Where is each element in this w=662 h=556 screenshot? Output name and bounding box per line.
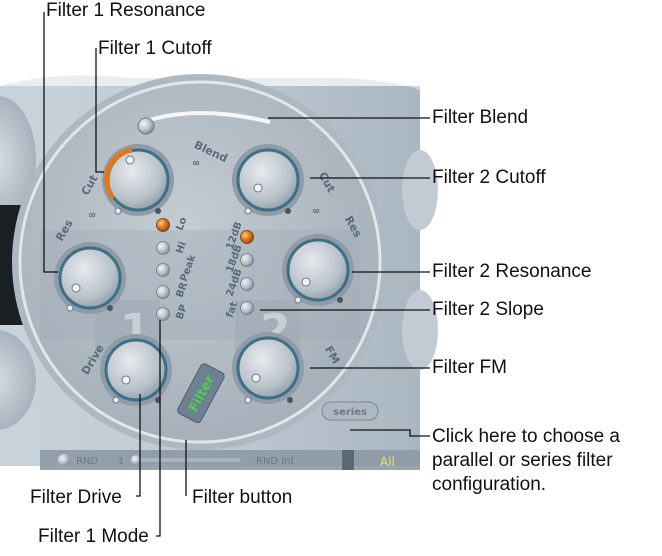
- filter2-link-icon: ∞: [312, 206, 320, 217]
- filter1-cutoff-knob[interactable]: [102, 144, 174, 216]
- callout-filter1-resonance: Filter 1 Resonance: [46, 0, 206, 21]
- mode-peak-led[interactable]: [156, 263, 170, 277]
- callout-filter-blend: Filter Blend: [432, 107, 529, 128]
- slope-24db-led[interactable]: [240, 277, 254, 291]
- filter-fm-knob[interactable]: [232, 332, 304, 404]
- callout-filter2-resonance: Filter 2 Resonance: [432, 261, 592, 282]
- mode-hi-label: Hi: [175, 240, 189, 255]
- mode-br-led[interactable]: [156, 285, 170, 299]
- callout-series-parallel: Click here to choose a parallel or serie…: [432, 426, 620, 495]
- mode-bp-led[interactable]: [156, 307, 170, 321]
- slope-fat-label: fat: [224, 300, 240, 319]
- mode-hi-led[interactable]: [156, 241, 170, 255]
- series-button-label: series: [333, 407, 367, 418]
- filter1-resonance-knob[interactable]: [54, 242, 126, 314]
- callout-filter2-slope: Filter 2 Slope: [432, 299, 544, 320]
- callout-filter1-cutoff: Filter 1 Cutoff: [98, 38, 212, 59]
- mode-bp-label: BP: [175, 303, 190, 321]
- filter1-link-icon: ∞: [88, 210, 96, 221]
- callout-filter-drive: Filter Drive: [30, 487, 122, 508]
- callout-filter-button: Filter button: [192, 487, 293, 508]
- filter2-cutoff-knob[interactable]: [232, 144, 304, 216]
- callout-filter2-cutoff: Filter 2 Cutoff: [432, 167, 546, 188]
- filter-drive-knob[interactable]: [100, 334, 172, 406]
- series-parallel-button[interactable]: series: [321, 401, 379, 421]
- slope-12db-led[interactable]: [240, 230, 254, 244]
- rnd-value: 1: [118, 456, 124, 467]
- blend-slider-track[interactable]: [149, 111, 271, 124]
- all-label[interactable]: All: [380, 455, 395, 469]
- blend-slider-handle[interactable]: [137, 117, 155, 135]
- slope-fat-led[interactable]: [240, 301, 254, 315]
- slope-18db-led[interactable]: [240, 253, 254, 267]
- all-dropdown-arrow-icon[interactable]: [342, 450, 354, 470]
- rnd-slider-track[interactable]: [140, 458, 240, 462]
- rnd-slider-handle[interactable]: [131, 455, 141, 465]
- callout-leader-lines: [43, 12, 430, 537]
- callout-filter-fm: Filter FM: [432, 357, 507, 378]
- rnd-button-icon[interactable]: [58, 454, 70, 466]
- mode-lo-led[interactable]: [156, 218, 170, 232]
- filter2-resonance-knob[interactable]: [282, 234, 354, 306]
- blend-link-icon: ∞: [192, 158, 200, 169]
- rnd-label: RND: [76, 456, 98, 467]
- mode-lo-label: Lo: [175, 216, 190, 232]
- mode-br-label: BR: [175, 281, 191, 299]
- callout-filter1-mode: Filter 1 Mode: [38, 526, 149, 547]
- rnd-int-label: RND Int: [256, 456, 295, 467]
